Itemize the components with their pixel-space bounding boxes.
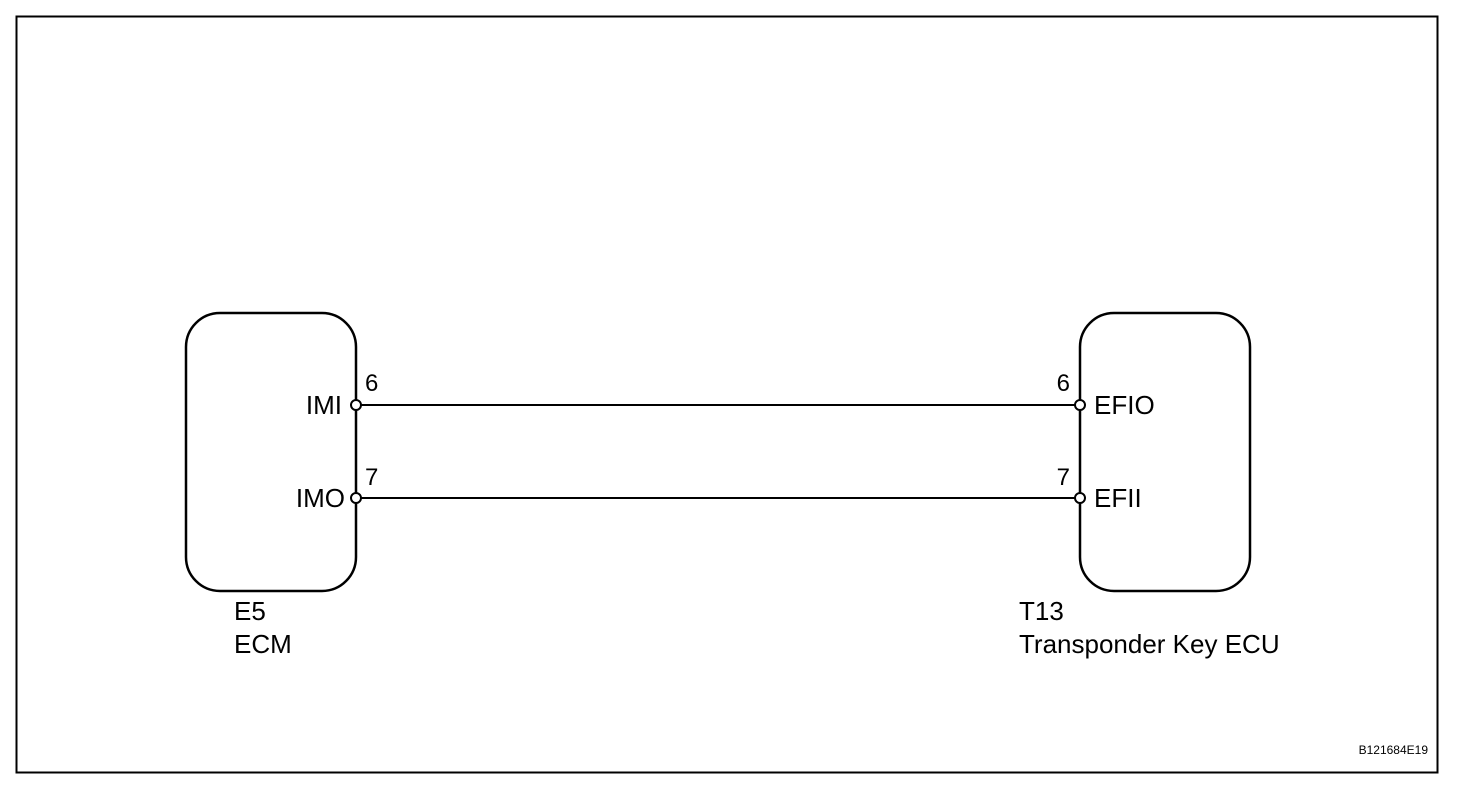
transponder-pin-number-efii: 7 [1057,464,1070,491]
diagram-frame [15,15,1439,774]
ecm-pin-number-imo: 7 [365,464,378,491]
ecm-box [184,311,358,593]
transponder-terminal-label-efii: EFII [1094,483,1142,513]
diagram-reference-code: B121684E19 [1359,743,1429,757]
transponder-component-name: Transponder Key ECU [1019,629,1280,659]
ecm-terminal-label-imo: IMO [296,483,345,513]
ecm-component-name: ECM [234,629,292,659]
ecm-pin-number-imi: 6 [365,370,378,397]
transponder-pin-number-efio: 6 [1057,370,1070,397]
ecm-connector-code: E5 [234,596,266,626]
ecm-terminal-label-imi: IMI [306,390,342,420]
transponder-terminal-label-efio: EFIO [1094,390,1155,420]
transponder-terminal-efio [1074,399,1086,411]
transponder-connector-code: T13 [1019,596,1064,626]
transponder-terminal-efii [1074,492,1086,504]
ecm-terminal-imo [350,492,362,504]
ecm-terminal-imi [350,399,362,411]
transponder-ecu-box [1078,311,1252,593]
